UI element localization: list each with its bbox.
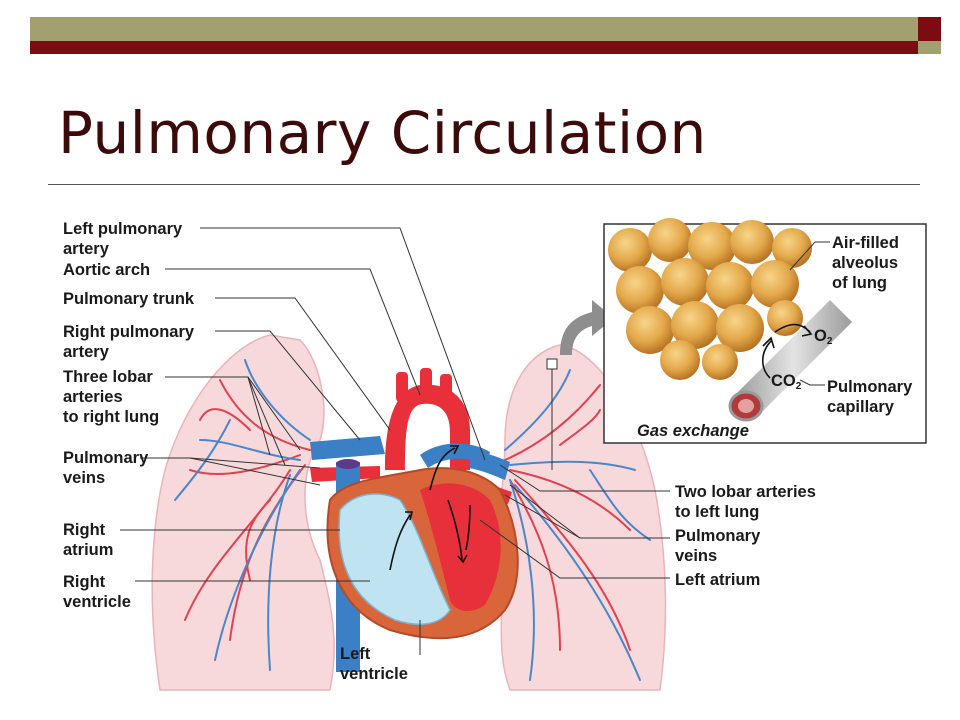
label-pulmonary-veins-right: Pulmonary veins — [675, 527, 761, 565]
alveoli-cluster — [608, 218, 812, 380]
label-left-atrium: Left atrium — [675, 571, 761, 589]
label-left-ventricle: Left ventricle — [340, 645, 408, 683]
aortic-arch — [385, 368, 470, 470]
blood-flow-arrows — [389, 445, 471, 571]
co2-subscript: 2 — [795, 381, 802, 392]
title-divider — [48, 184, 920, 185]
label-three-lobar-arteries: Three lobar arteries to right lung — [63, 368, 160, 426]
label-gas-exchange: Gas exchange — [637, 422, 749, 440]
slide-title: Pulmonary Circulation — [58, 99, 707, 167]
leader-lines — [120, 227, 670, 655]
o2-text: O — [814, 327, 827, 345]
label-o2: O2 — [814, 326, 832, 352]
pulmonary-capillary-tube — [728, 300, 852, 422]
label-right-pulmonary-artery: Right pulmonary artery — [63, 323, 195, 361]
header-bar-maroon — [30, 41, 918, 54]
inset-marker-box — [546, 358, 558, 370]
label-aortic-arch: Aortic arch — [63, 261, 151, 279]
label-pulmonary-capillary: Pulmonary capillary — [827, 378, 913, 416]
header-bar-olive — [30, 17, 918, 41]
label-two-lobar-arteries: Two lobar arteries to left lung — [675, 483, 816, 521]
right-lung — [151, 334, 335, 691]
header-corner-square-olive — [918, 41, 941, 54]
inset-leaders — [789, 241, 830, 386]
label-right-atrium: Right atrium — [63, 521, 114, 559]
inset-pointer-arrow — [560, 300, 614, 355]
lung-vessels — [174, 359, 651, 681]
label-air-filled-alveolus: Air-filled alveolus of lung — [832, 234, 899, 292]
gas-exchange-inset — [603, 218, 927, 444]
exchange-arrows — [761, 323, 813, 379]
co2-text: CO — [771, 372, 796, 390]
label-pulmonary-trunk: Pulmonary trunk — [63, 290, 195, 308]
label-left-pulmonary-artery: Left pulmonary artery — [63, 220, 183, 258]
label-right-ventricle: Right ventricle — [63, 573, 131, 611]
label-pulmonary-veins-left: Pulmonary veins — [63, 449, 149, 487]
o2-subscript: 2 — [826, 336, 833, 347]
header-corner-square-maroon — [918, 17, 941, 41]
label-co2: CO2 — [771, 371, 801, 397]
